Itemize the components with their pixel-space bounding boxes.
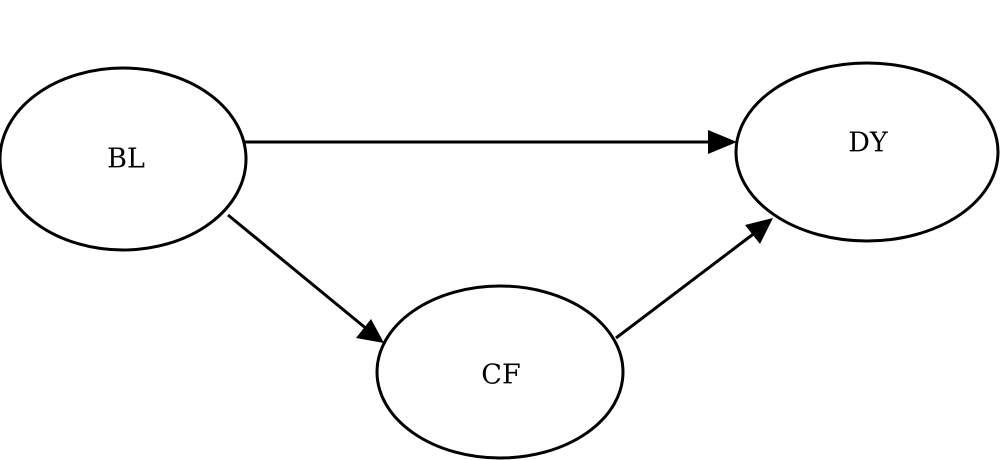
node-label-dy: DY	[848, 128, 889, 159]
node-bl: BL	[0, 66, 248, 252]
node-ellipse	[375, 284, 625, 460]
node-label-cf: CF	[481, 360, 520, 391]
edge-line	[615, 230, 757, 340]
arrowhead-icon	[708, 130, 737, 154]
edge-cf-to-dy	[615, 218, 773, 340]
edge-line	[227, 213, 369, 332]
node-dy: DY	[734, 61, 1000, 243]
node-ellipse	[0, 66, 248, 252]
edge-bl-to-dy	[244, 130, 737, 154]
node-label-bl: BL	[107, 144, 145, 175]
arrowhead-icon	[745, 218, 773, 244]
arrowhead-icon	[356, 319, 384, 343]
edge-bl-to-cf	[227, 213, 384, 343]
node-ellipse	[734, 61, 1000, 243]
node-cf: CF	[375, 284, 625, 460]
